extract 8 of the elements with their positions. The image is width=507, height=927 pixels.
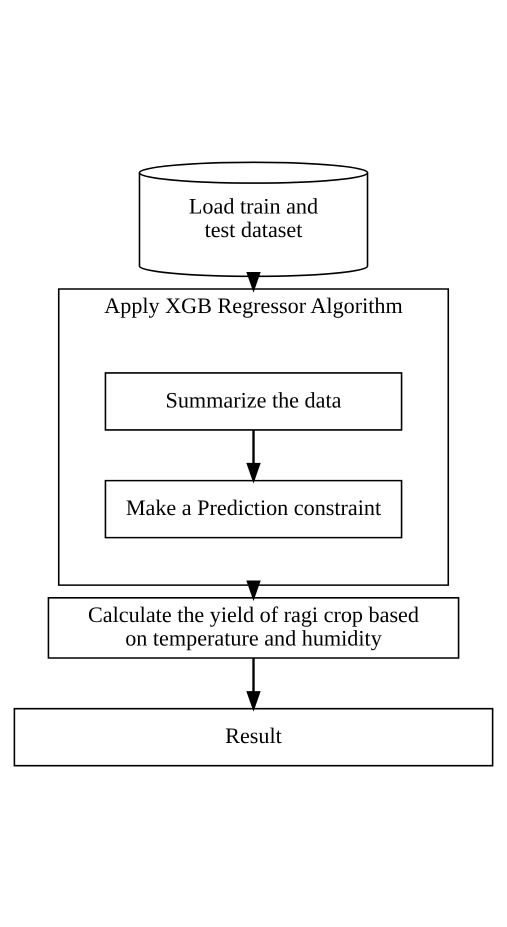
node-box: Calculate the yield of ragi crop based on temperature and humidity [48,596,460,658]
node-box: Result [14,707,494,766]
arrow [246,430,261,484]
arrow [246,580,261,601]
arrow [246,658,261,712]
node-box: Make a Prediction constraint [104,479,402,538]
arrow [246,272,261,292]
node-box: Summarize the data [104,372,402,430]
